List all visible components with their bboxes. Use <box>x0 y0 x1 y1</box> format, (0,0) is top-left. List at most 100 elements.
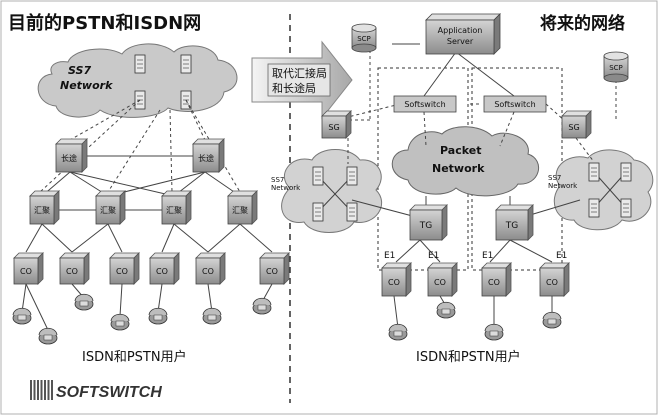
softswitch-logo: SOFTSWITCH <box>30 380 162 401</box>
end-office-right-1-label: CO <box>388 278 400 287</box>
end-office-left-1: CO <box>13 252 44 285</box>
tandem-office-2-label: 汇聚 <box>100 206 116 215</box>
replace-arrow <box>251 40 353 120</box>
phone-left-7 <box>252 297 272 315</box>
scp-right-label: SCP <box>609 64 623 72</box>
end-office-left-5-label: CO <box>202 267 214 276</box>
right-ss7-right-label-line2: Network <box>548 182 578 190</box>
end-office-right-2: CO <box>427 262 458 297</box>
toll-office-1: 长途 <box>55 138 88 173</box>
e1-label-2: E1 <box>428 251 439 261</box>
scp-left: SCP <box>351 23 377 53</box>
trunk-gateway-1-label: TG <box>419 221 432 231</box>
signalling-gateway-left: SG <box>321 110 352 139</box>
signalling-gateway-right-label: SG <box>568 123 579 132</box>
end-office-left-4-label: CO <box>156 267 168 276</box>
phone-right-1 <box>388 323 408 341</box>
end-office-right-4: CO <box>539 262 570 297</box>
e1-label-1: E1 <box>384 251 395 261</box>
end-office-left-6: CO <box>259 252 290 285</box>
title-current-network: 目前的PSTN和ISDN网 <box>8 12 201 34</box>
end-office-left-4: CO <box>149 252 180 285</box>
tandem-office-4-label: 汇聚 <box>232 206 248 215</box>
packet-label-line2: Network <box>432 162 485 175</box>
phone-left-4 <box>110 313 130 331</box>
left-links <box>21 155 273 331</box>
end-office-left-5: CO <box>195 252 226 285</box>
right-stp-right-2 <box>620 162 632 182</box>
right-stp-left-2 <box>346 166 358 186</box>
application-server-label-line2: Server <box>447 37 474 46</box>
trunk-gateway-2: TG <box>495 204 534 241</box>
trunk-gateway-2-label: TG <box>505 221 518 231</box>
signalling-gateway-right: SG <box>561 110 592 139</box>
phone-left-5 <box>148 307 168 325</box>
phone-left-3 <box>74 293 94 311</box>
phone-left-1 <box>12 307 32 325</box>
left-signalling-links <box>39 99 241 193</box>
end-office-left-1-label: CO <box>20 267 32 276</box>
scp-right: SCP <box>603 51 629 83</box>
tandem-office-1: 汇聚 <box>29 190 60 225</box>
end-office-left-2-label: CO <box>66 267 78 276</box>
end-office-right-3-label: CO <box>488 278 500 287</box>
softswitch-1: Softswitch <box>393 95 457 113</box>
right-stp-right-3 <box>588 198 600 218</box>
toll-office-2: 长途 <box>192 138 225 173</box>
left-ss7-label-line1: SS7 <box>68 64 91 77</box>
arrow-text-line1: 取代汇接局 <box>272 67 327 80</box>
signalling-gateway-left-label: SG <box>328 123 339 132</box>
stp-1 <box>134 54 146 74</box>
right-ss7-right-label-line1: SS7 <box>548 174 561 182</box>
softswitch-2: Softswitch <box>483 95 547 113</box>
tandem-office-2: 汇聚 <box>95 190 126 225</box>
end-office-left-3: CO <box>109 252 140 285</box>
title-future-network: 将来的网络 <box>540 13 625 34</box>
right-ss7-left-label-line2: Network <box>271 184 301 192</box>
e1-label-4: E1 <box>556 251 567 261</box>
end-office-left-6-label: CO <box>266 267 278 276</box>
right-ss7-left-label-line1: SS7 <box>271 176 284 184</box>
softswitch-logo-text: SOFTSWITCH <box>56 384 162 401</box>
end-office-right-3: CO <box>481 262 512 297</box>
right-users-label: ISDN和PSTN用户 <box>416 349 521 365</box>
application-server-label-line1: Application <box>438 26 483 35</box>
toll-office-2-label: 长途 <box>198 153 214 163</box>
left-users-label: ISDN和PSTN用户 <box>82 349 187 365</box>
right-stp-left-3 <box>312 202 324 222</box>
packet-label-line1: Packet <box>440 144 481 157</box>
end-office-right-1: CO <box>381 262 412 297</box>
end-office-left-2: CO <box>59 252 90 285</box>
right-stp-right-4 <box>620 198 632 218</box>
tandem-office-1-label: 汇聚 <box>34 206 50 215</box>
softswitch-1-label: Softswitch <box>404 100 445 109</box>
toll-office-1-label: 长途 <box>61 153 77 163</box>
tandem-office-3-label: 汇聚 <box>166 206 182 215</box>
right-stp-left-1 <box>312 166 324 186</box>
trunk-gateway-1: TG <box>409 204 448 241</box>
tandem-office-4: 汇聚 <box>227 190 258 225</box>
stp-2 <box>180 54 192 74</box>
e1-label-3: E1 <box>482 251 493 261</box>
end-office-right-2-label: CO <box>434 278 446 287</box>
arrow-text-line2: 和长途局 <box>272 81 316 95</box>
packet-network-cloud <box>391 126 539 197</box>
tandem-office-3: 汇聚 <box>161 190 192 225</box>
phone-right-3 <box>484 323 504 341</box>
softswitch-2-label: Softswitch <box>494 100 535 109</box>
scp-left-label: SCP <box>357 35 371 43</box>
end-office-right-4-label: CO <box>546 278 558 287</box>
phone-left-2 <box>38 327 58 345</box>
phone-right-4 <box>542 311 562 329</box>
right-stp-left-4 <box>346 202 358 222</box>
left-ss7-label-line2: Network <box>60 79 113 92</box>
end-office-left-3-label: CO <box>116 267 128 276</box>
phone-right-2 <box>436 301 456 319</box>
phone-left-6 <box>202 307 222 325</box>
